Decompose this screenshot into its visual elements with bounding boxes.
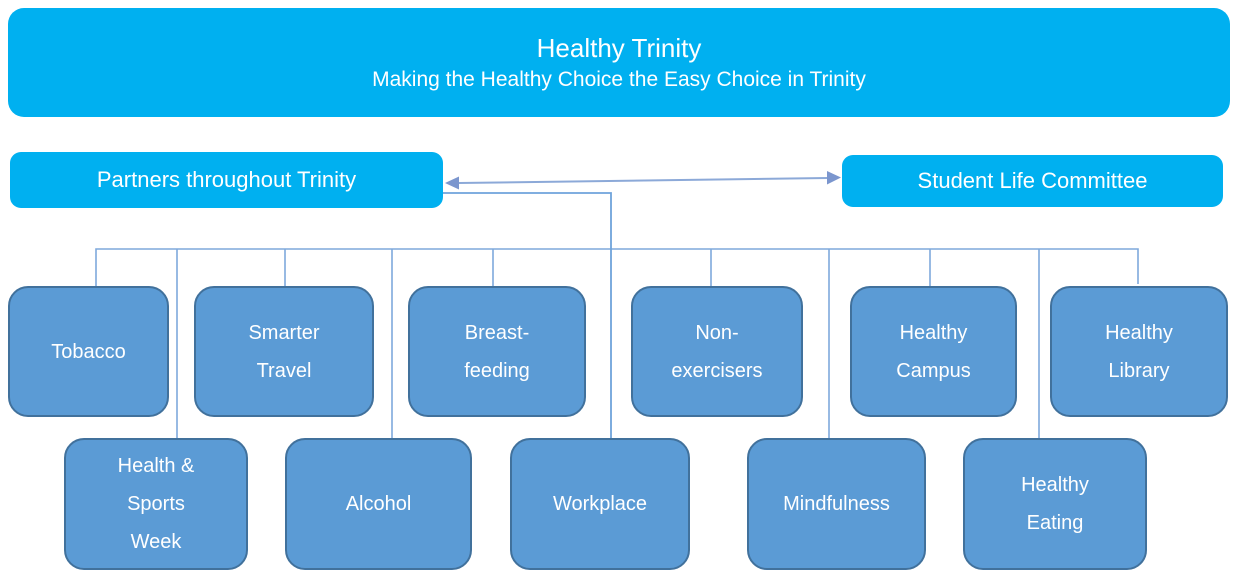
- node-breastfeeding: Breast- feeding: [408, 286, 586, 417]
- connector-tree-main: [95, 248, 1139, 287]
- node-student-life-committee: Student Life Committee: [842, 155, 1223, 207]
- node-tobacco: Tobacco: [8, 286, 169, 417]
- node-healthy-eating: Healthy Eating: [963, 438, 1147, 570]
- node-alcohol: Alcohol: [285, 438, 472, 570]
- header-banner: Healthy Trinity Making the Healthy Choic…: [8, 8, 1230, 117]
- node-label: Partners throughout Trinity: [96, 167, 357, 192]
- node-label: Student Life Committee: [917, 168, 1148, 193]
- node-smarter-travel: Smarter Travel: [194, 286, 374, 417]
- arrowhead-right-icon: [827, 171, 841, 185]
- node-healthy-campus: Healthy Campus: [850, 286, 1017, 417]
- node-mindfulness: Mindfulness: [747, 438, 926, 570]
- node-health-sports-week: Health & Sports Week: [64, 438, 248, 570]
- node-workplace: Workplace: [510, 438, 690, 570]
- page-title: Healthy Trinity: [536, 32, 702, 63]
- node-healthy-library: Healthy Library: [1050, 286, 1228, 417]
- arrowhead-left-icon: [445, 176, 459, 190]
- page-subtitle: Making the Healthy Choice the Easy Choic…: [372, 67, 866, 91]
- connector-arrow-line: [458, 177, 829, 184]
- node-partners-throughout-trinity: Partners throughout Trinity: [10, 152, 443, 208]
- node-non-exercisers: Non- exercisers: [631, 286, 803, 417]
